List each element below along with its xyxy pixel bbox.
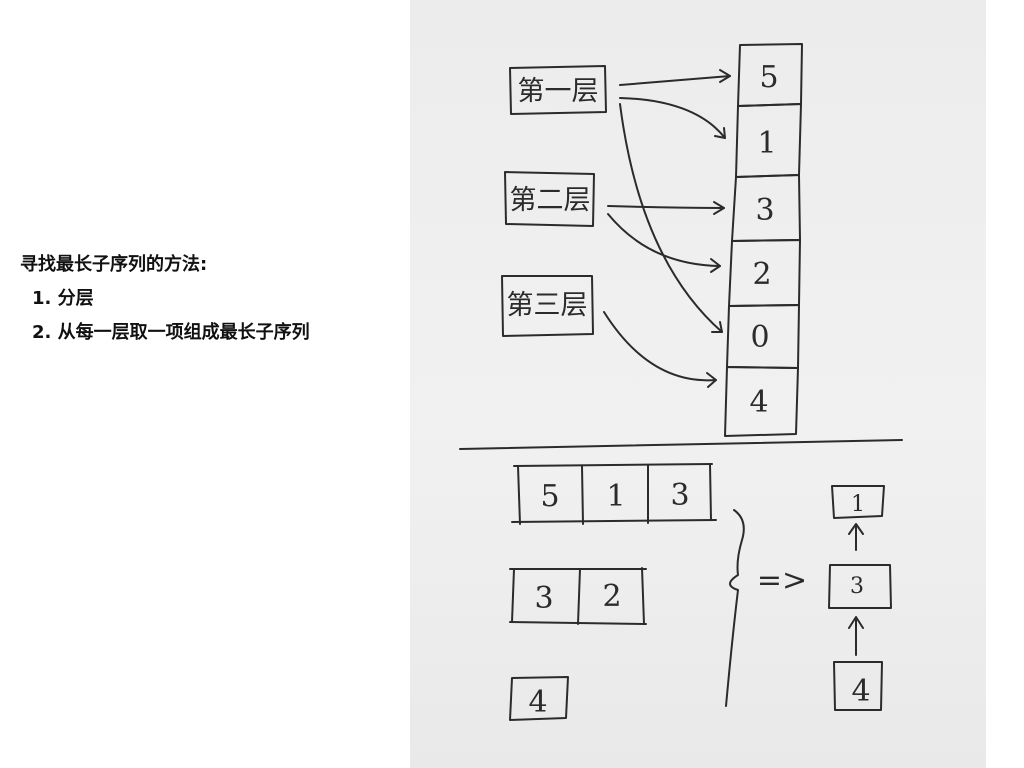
layer1-row: 5 1 3 [511,463,717,525]
layer-label-2-text: 第二层 [510,185,591,216]
arrow-layer3-to-4 [603,311,717,382]
layer-label-2: 第二层 [504,171,595,227]
sequence-column: 5 1 3 2 0 4 [724,43,803,437]
arrow-layer2-to-3 [607,205,725,209]
sequence-cell-3: 2 [752,257,771,292]
layer2-cell-0: 3 [534,581,553,616]
layer-label-3-text: 第三层 [507,290,588,321]
layer3-row: 4 [509,676,569,721]
sequence-cell-5: 4 [749,385,768,420]
layer1-cell-0: 5 [540,479,559,514]
result-cell-2: 4 [851,674,870,709]
notes-panel: 寻找最长子序列的方法: 1. 分层 2. 从每一层取一项组成最长子序列 [20,248,310,350]
notes-item-2: 2. 从每一层取一项组成最长子序列 [32,322,310,343]
result-cell-1: 3 [850,574,864,599]
sequence-cell-2: 3 [755,193,774,228]
layer1-cell-2: 3 [670,478,689,513]
arrow-layer1-to-5 [619,75,731,86]
result-cell-0: 1 [851,492,865,517]
result-arrow-2 [848,616,864,656]
layer-label-1: 第一层 [509,65,607,115]
notes-item-1: 1. 分层 [32,288,94,309]
layer2-row: 3 2 [509,567,647,625]
layer3-cell-0: 4 [528,685,547,720]
handwritten-diagram-photo: 第一层 第二层 第三层 5 1 3 2 0 [410,0,986,768]
sequence-cell-0: 5 [759,60,778,95]
sequence-cell-4: 0 [750,320,769,355]
sequence-cell-1: 1 [757,126,776,161]
implies-sign: => [757,563,807,598]
diagram-svg: 第一层 第二层 第三层 5 1 3 2 0 [459,43,903,721]
layer-label-1-text: 第一层 [518,76,599,107]
arrow-layer1-to-0 [619,103,723,333]
layer1-cell-1: 1 [606,479,625,514]
mapping-arrows [603,69,731,388]
notes-title: 寻找最长子序列的方法: [20,254,208,275]
brace [725,509,745,707]
arrow-layer2-to-2 [607,213,721,267]
divider-line [459,439,903,450]
arrow-layer1-to-1 [619,97,726,139]
layer2-cell-1: 2 [602,579,621,614]
layer-label-3: 第三层 [501,275,594,337]
result-column: 1 3 4 [828,485,892,711]
result-arrow-1 [848,523,864,551]
